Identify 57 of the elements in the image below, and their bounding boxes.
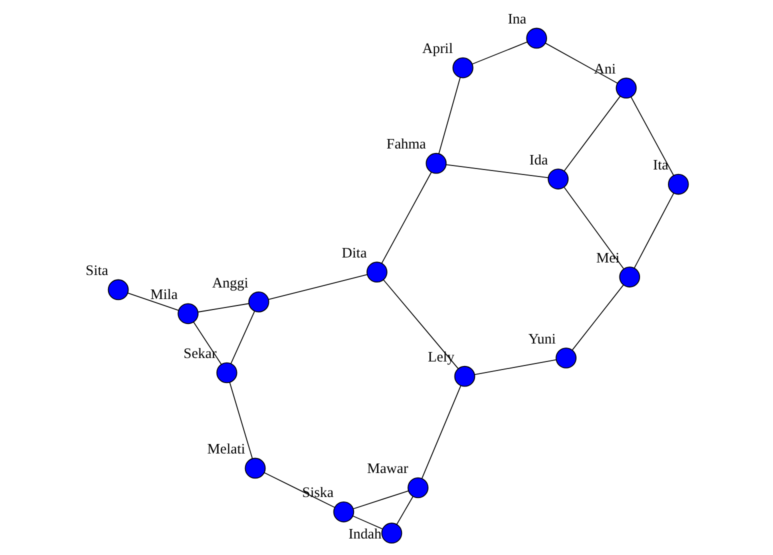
connector (352, 516, 382, 530)
node-label: Mila (150, 286, 178, 303)
node-label: Anggi (212, 275, 248, 292)
node-label: Sita (85, 263, 108, 280)
node-circle (177, 303, 198, 324)
connector (230, 310, 254, 364)
connector (268, 274, 368, 300)
connector (126, 292, 178, 311)
node-circle (366, 262, 387, 283)
node-circle (452, 57, 473, 78)
node-label: Dita (341, 245, 366, 262)
connector (396, 496, 413, 525)
node-circle (380, 522, 402, 544)
node-circle (555, 348, 576, 368)
node-circle (615, 78, 636, 99)
node-label: Ani (594, 61, 616, 78)
node-label: Yuni (528, 331, 556, 348)
node-circle (107, 279, 128, 300)
connector (445, 164, 548, 178)
connector (263, 472, 335, 508)
node-label: Sekar (183, 346, 216, 362)
connector (380, 172, 432, 264)
node-label: April (422, 41, 452, 58)
connector (563, 186, 624, 270)
connector (352, 490, 408, 510)
node-circle (618, 266, 640, 288)
connector (382, 279, 458, 369)
node-circle (547, 168, 568, 190)
node-label: Ina (507, 12, 526, 28)
connector (571, 284, 624, 350)
node-circle (454, 366, 475, 387)
connector (563, 96, 620, 172)
node-circle (407, 477, 428, 498)
node-circle (248, 292, 269, 312)
node-label: Ita (652, 158, 668, 174)
connector (630, 96, 674, 176)
node-label: Siska (302, 485, 334, 502)
node-label: Melati (206, 442, 245, 458)
connector (544, 42, 618, 84)
connector (228, 382, 252, 459)
node-circle (425, 152, 446, 174)
connector (438, 77, 460, 154)
connector (474, 359, 556, 375)
node-circle (526, 28, 547, 49)
node-circle (244, 458, 266, 479)
node-label: Fahma (386, 136, 426, 153)
node-label: Mawar (366, 461, 408, 478)
node-label: Ida (528, 152, 548, 168)
connector (633, 192, 674, 268)
node-circle (332, 501, 354, 522)
node-circle (216, 362, 237, 384)
connector (421, 385, 461, 479)
node-label: Indah (348, 526, 381, 542)
node-circle (667, 174, 688, 195)
connector (192, 322, 222, 365)
connector (197, 303, 249, 312)
connector (471, 42, 528, 64)
